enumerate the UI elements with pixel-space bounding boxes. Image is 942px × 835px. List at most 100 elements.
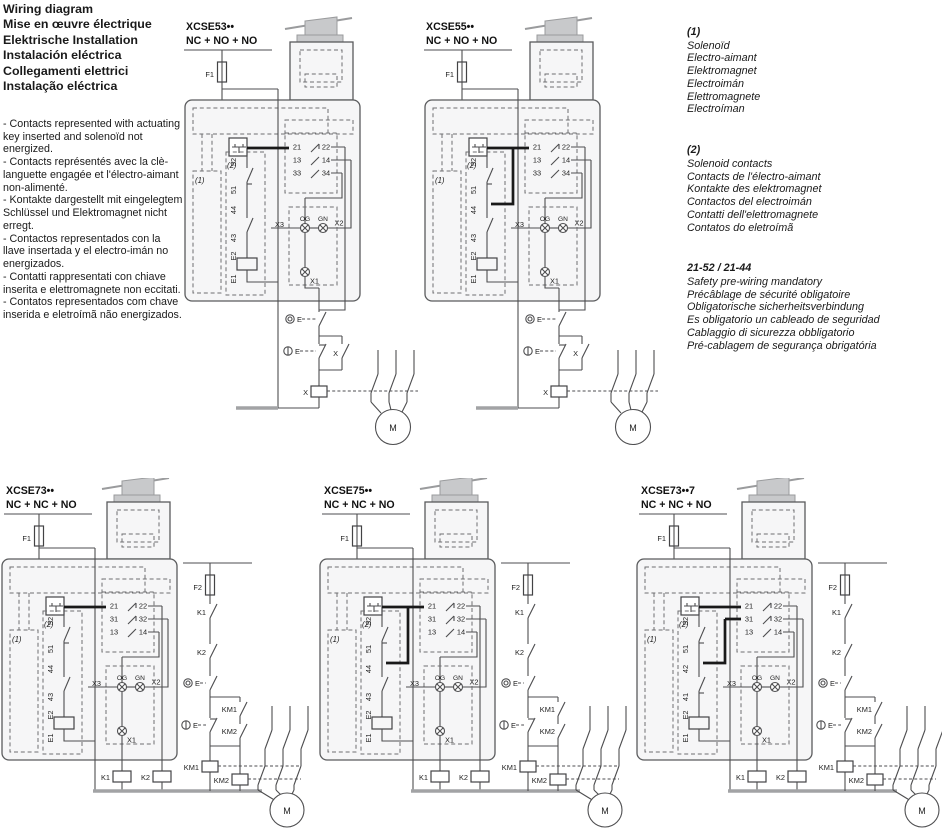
contact-terminal-label: 14	[562, 156, 570, 165]
terminal-label: 43	[469, 234, 478, 242]
km2-coil	[866, 773, 884, 786]
motor	[904, 792, 940, 828]
contact	[844, 717, 853, 733]
wire	[304, 172, 343, 224]
lamp-label-og: OG	[540, 216, 550, 223]
indicator-lamp-og	[301, 224, 309, 232]
km-coil-label: KM2	[849, 776, 864, 785]
contact	[844, 603, 853, 619]
contact-terminal-label: 32	[774, 615, 782, 624]
contact-terminal-label: 32	[457, 615, 465, 624]
contactor-pole	[582, 729, 591, 766]
contact-zone	[736, 591, 790, 653]
km-coil-label: KM2	[214, 776, 229, 785]
contact	[310, 143, 320, 153]
contactor-pole	[892, 765, 901, 790]
diagram-contacts: NC + NC + NO	[324, 499, 395, 511]
indicator-lamp-og	[753, 683, 761, 691]
page-heading: Instalación eléctrica	[3, 48, 122, 63]
gap	[206, 676, 214, 690]
contact-terminal-label: 31	[745, 615, 753, 624]
terminal-label: 43	[46, 693, 55, 701]
km-contact-label: KM2	[222, 727, 237, 736]
diagram-title: XCSE73••7	[641, 485, 695, 497]
wire	[698, 729, 730, 742]
contact	[310, 156, 320, 166]
wire	[210, 738, 241, 747]
indicator-lamp-og	[118, 683, 126, 691]
ref2-label: (2)	[44, 620, 54, 629]
lamp-label-og: OG	[117, 675, 127, 682]
gap	[841, 644, 849, 658]
contact-terminal-label: 13	[533, 156, 541, 165]
dashed-zone	[9, 566, 146, 594]
legend-line: Electroíman	[687, 103, 745, 116]
wire	[246, 270, 278, 283]
actuating-key	[121, 478, 155, 496]
dashed-zone	[419, 578, 489, 594]
fuse-label: F2	[193, 583, 202, 592]
contact-terminal-label: 22	[322, 143, 330, 152]
relay-coil-label: K2	[776, 773, 785, 782]
fuse-label: F1	[205, 70, 214, 79]
head-zone	[751, 509, 795, 543]
motor-label: M	[601, 806, 609, 816]
dashed-link	[653, 593, 665, 630]
diagram-title: XCSE75••	[324, 485, 372, 497]
km-coil-label: KM1	[502, 763, 517, 772]
wire	[528, 696, 559, 702]
contactor-pole	[406, 373, 415, 402]
wire	[845, 738, 876, 747]
ref2-label: (2)	[227, 161, 237, 170]
gap	[524, 718, 532, 732]
relay-coil-label: K1	[101, 773, 110, 782]
start-button-icon	[285, 314, 295, 324]
wire	[559, 358, 583, 371]
wire	[63, 729, 95, 742]
wire	[304, 277, 320, 302]
stop-button-label: E	[828, 721, 833, 730]
solenoid-zone	[9, 629, 39, 753]
contact	[239, 701, 248, 717]
lamp-zone	[105, 665, 155, 745]
ref1-label: (1)	[435, 176, 445, 185]
contact	[874, 701, 883, 717]
terminal-label: 51	[469, 186, 478, 194]
legend-line: Cablaggio di sicurezza obbligatorio	[687, 326, 855, 339]
start-button-label: E	[830, 679, 835, 688]
switch-body	[184, 99, 361, 302]
legend-line: Elettromagnete	[687, 90, 761, 103]
wire	[331, 146, 346, 302]
terminal-label: E2	[681, 710, 690, 719]
wire	[544, 277, 560, 302]
lamp-label-gn: GN	[453, 675, 463, 682]
diagram-xcse55: XCSE55••NC + NO + NOF1(1)(2)52514443E2E1…	[424, 16, 658, 446]
lamp-terminal-label: X2	[334, 219, 343, 228]
terminal-label: 52	[46, 617, 55, 625]
legend-line: Electro-aimant	[687, 52, 757, 65]
contactor-pole	[928, 765, 937, 790]
lamp-terminal-label: X1	[127, 736, 136, 745]
indicator-lamp-gn	[319, 224, 327, 232]
switch-head	[529, 41, 594, 101]
wire	[567, 159, 592, 229]
start-button-icon	[820, 680, 826, 686]
contact-terminal-label: 13	[745, 628, 753, 637]
dashed-zone	[736, 578, 806, 594]
stop-button-icon	[181, 720, 191, 730]
terminal-label: 44	[229, 206, 238, 214]
motor-label: M	[629, 423, 637, 433]
diagram-contacts: NC + NO + NO	[426, 35, 497, 47]
wire	[210, 696, 241, 702]
contactor-pole	[618, 729, 627, 766]
terminal-label: E2	[469, 251, 478, 260]
start-button-icon	[525, 314, 535, 324]
contact-terminal-label: 22	[774, 602, 782, 611]
head-zone	[544, 73, 578, 88]
actuating-key	[439, 478, 473, 496]
relay-contact-label: K2	[197, 648, 206, 657]
contact	[874, 723, 883, 739]
start-button-icon	[185, 680, 191, 686]
dashed-zone	[284, 119, 354, 135]
wire	[559, 335, 583, 344]
